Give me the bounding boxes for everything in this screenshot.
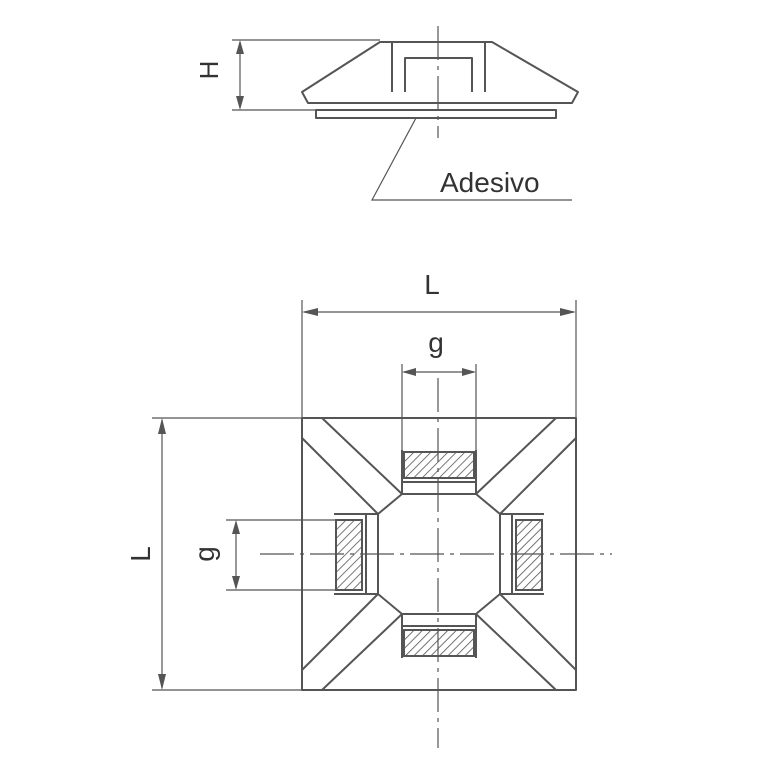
gap-side-label: g [189, 546, 220, 562]
hatched-section-bottom [403, 629, 475, 657]
height-label: H [194, 61, 224, 80]
gap-top-label: g [428, 327, 444, 358]
gap-side-arrow-top [232, 520, 240, 534]
length-top-label: L [424, 269, 440, 300]
adhesive-leader [370, 117, 572, 201]
hatched-section-top [403, 451, 475, 479]
hatched-section-right [515, 519, 543, 591]
rib-top-left [301, 417, 403, 515]
gap-top-arrow-right [462, 368, 476, 376]
length-top-arrow-right [560, 308, 576, 316]
rib-bottom-left [301, 593, 403, 691]
height-arrow-bottom [236, 96, 244, 110]
gap-side-arrow-bottom [232, 576, 240, 590]
gap-top-arrow-left [402, 368, 416, 376]
side-view-body [301, 41, 579, 104]
height-arrow-top [236, 40, 244, 54]
hatched-section-left [335, 519, 363, 591]
adhesive-label: Adesivo [440, 167, 540, 198]
length-side-label: L [125, 546, 156, 562]
length-top-arrow-left [302, 308, 318, 316]
length-side-arrow-bottom [158, 674, 166, 690]
side-view: H Adesivo [194, 26, 579, 201]
plan-view: L g L g [125, 269, 612, 748]
rib-bottom-right [475, 593, 577, 691]
slot-frame-top [401, 450, 477, 494]
slot-frame-bottom [401, 614, 477, 658]
side-view-adhesive-layer [315, 109, 557, 119]
length-side-arrow-top [158, 418, 166, 434]
rib-top-right [475, 417, 577, 515]
